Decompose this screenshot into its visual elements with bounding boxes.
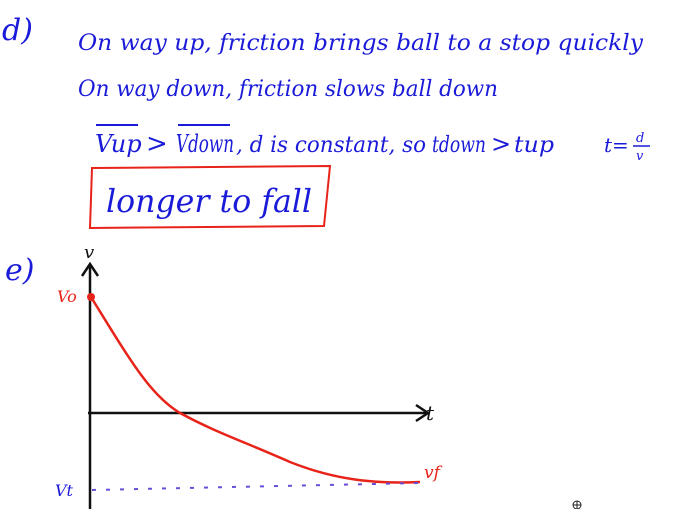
terminal-velocity-dashed-line xyxy=(91,482,421,491)
part-e-label: e) xyxy=(5,253,34,288)
v-axis-arrowhead xyxy=(80,261,100,277)
crosshair-cursor-icon xyxy=(572,500,582,509)
v-up-symbol: Vup xyxy=(95,130,142,158)
comparison-clause: , d is constant, so xyxy=(236,133,426,158)
greater-than-sign-1: > xyxy=(146,129,168,159)
formula-t-equals: t= xyxy=(604,133,629,157)
v-down-symbol: Vdown xyxy=(176,130,234,158)
t-axis-label: t xyxy=(426,401,435,425)
t-axis-arrowhead xyxy=(415,403,431,423)
greater-than-sign-2: > xyxy=(491,130,511,158)
part-d-line-1: On way up, friction brings ball to a sto… xyxy=(78,31,644,56)
t-up-symbol: tup xyxy=(514,133,554,158)
v0-label: Vo xyxy=(57,287,77,306)
part-d-label: d) xyxy=(2,13,33,48)
velocity-comparison: Vup > Vdown , d is constant, so tdown > … xyxy=(95,124,650,164)
formula-numerator: d xyxy=(636,131,644,146)
t-down-symbol: tdown xyxy=(432,133,486,158)
answer-box xyxy=(88,164,332,230)
vf-label: vf xyxy=(424,463,443,483)
part-d-line-2: On way down, friction slows ball down xyxy=(78,77,498,102)
v-axis-label: v xyxy=(84,242,94,263)
vt-label: Vt xyxy=(55,481,74,500)
formula-denominator: v xyxy=(636,149,644,164)
boxed-answer-text: longer to fall xyxy=(106,182,312,220)
velocity-curve xyxy=(89,296,421,484)
